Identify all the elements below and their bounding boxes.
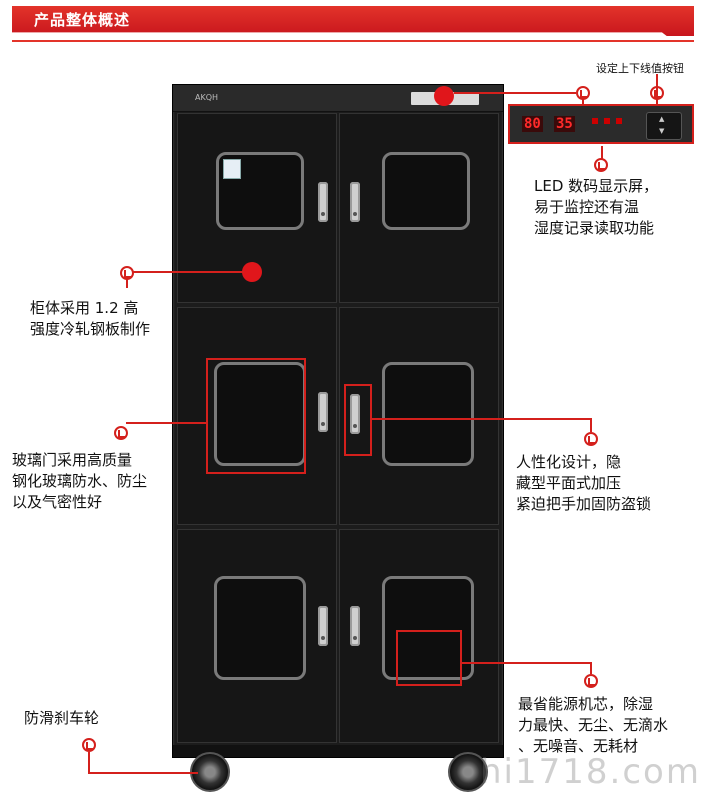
cabinet-base xyxy=(173,745,503,757)
callout-line xyxy=(88,772,198,774)
callout-line xyxy=(126,422,206,424)
watermark: hi1718.com xyxy=(480,752,701,792)
header-underline xyxy=(12,40,694,42)
indicator-light xyxy=(592,118,598,124)
header-bar xyxy=(12,6,694,36)
callout-glass-label: 玻璃门采用高质量 钢化玻璃防水、防尘 以及气密性好 xyxy=(12,451,148,511)
callout-line xyxy=(462,662,590,664)
door-handle[interactable] xyxy=(318,392,328,432)
door-handle[interactable] xyxy=(318,182,328,222)
callout-module-label: 最省能源机芯，除湿 力最快、无尘、无滴水 、无噪音、无耗材 xyxy=(518,695,669,755)
section-title: 产品整体概述 xyxy=(34,11,131,29)
set-buttons-pad[interactable]: ▲ ▼ xyxy=(646,112,682,140)
door-bottom-right[interactable] xyxy=(339,529,499,743)
callout-line xyxy=(582,98,584,104)
hygrometer-sticker xyxy=(223,159,241,179)
callout-dot xyxy=(584,674,598,688)
callout-line xyxy=(601,146,603,160)
door-window xyxy=(382,152,470,230)
led-display-panel: 80 35 ▲ ▼ xyxy=(508,104,694,144)
callout-line xyxy=(88,752,90,774)
arrow-up-icon[interactable]: ▲ xyxy=(659,115,665,123)
callout-handle-label: 人性化设计，隐 藏型平面式加压 紧迫把手加固防盗锁 xyxy=(516,453,652,513)
door-handle[interactable] xyxy=(350,182,360,222)
callout-dot xyxy=(594,158,608,172)
callout-line xyxy=(590,662,592,674)
door-window xyxy=(382,362,474,466)
door-window xyxy=(216,152,304,230)
door-top-right[interactable] xyxy=(339,113,499,303)
callout-buttons-label: 设定上下线值按钮 xyxy=(596,62,684,75)
highlight-box-module xyxy=(396,630,462,686)
callout-wheel-label: 防滑刹车轮 xyxy=(24,709,100,727)
section-header: 产品整体概述 xyxy=(0,0,705,44)
callout-dot xyxy=(114,426,128,440)
door-handle[interactable] xyxy=(350,606,360,646)
callout-line xyxy=(372,418,592,420)
led-humidity-readout: 80 xyxy=(522,116,543,132)
highlight-box-handle xyxy=(344,384,372,456)
callout-line xyxy=(590,418,592,432)
callout-line xyxy=(132,271,244,273)
caster-wheel-right xyxy=(448,752,488,792)
callout-dot xyxy=(584,432,598,446)
door-middle-left[interactable] xyxy=(177,307,337,525)
door-window xyxy=(382,576,474,680)
arrow-down-icon[interactable]: ▼ xyxy=(659,127,665,135)
callout-line xyxy=(656,74,658,104)
highlight-dot-panel xyxy=(434,86,454,106)
callout-line xyxy=(454,92,576,94)
indicator-light xyxy=(616,118,622,124)
door-bottom-left[interactable] xyxy=(177,529,337,743)
callout-body-label: 柜体采用 1.2 高 强度冷轧钢板制作 xyxy=(30,299,151,338)
door-handle[interactable] xyxy=(350,394,360,434)
door-window xyxy=(214,576,306,680)
callout-led-label: LED 数码显示屏， 易于监控还有温 湿度记录读取功能 xyxy=(534,177,659,237)
indicator-light xyxy=(604,118,610,124)
callout-dot xyxy=(82,738,96,752)
callout-dot xyxy=(120,266,134,280)
brand-logo: AKQH xyxy=(195,93,219,102)
highlight-box-glass xyxy=(206,358,306,474)
door-handle[interactable] xyxy=(318,606,328,646)
door-middle-right[interactable] xyxy=(339,307,499,525)
led-temperature-readout: 35 xyxy=(554,116,575,132)
callout-line xyxy=(126,272,128,288)
highlight-dot-body xyxy=(242,262,262,282)
